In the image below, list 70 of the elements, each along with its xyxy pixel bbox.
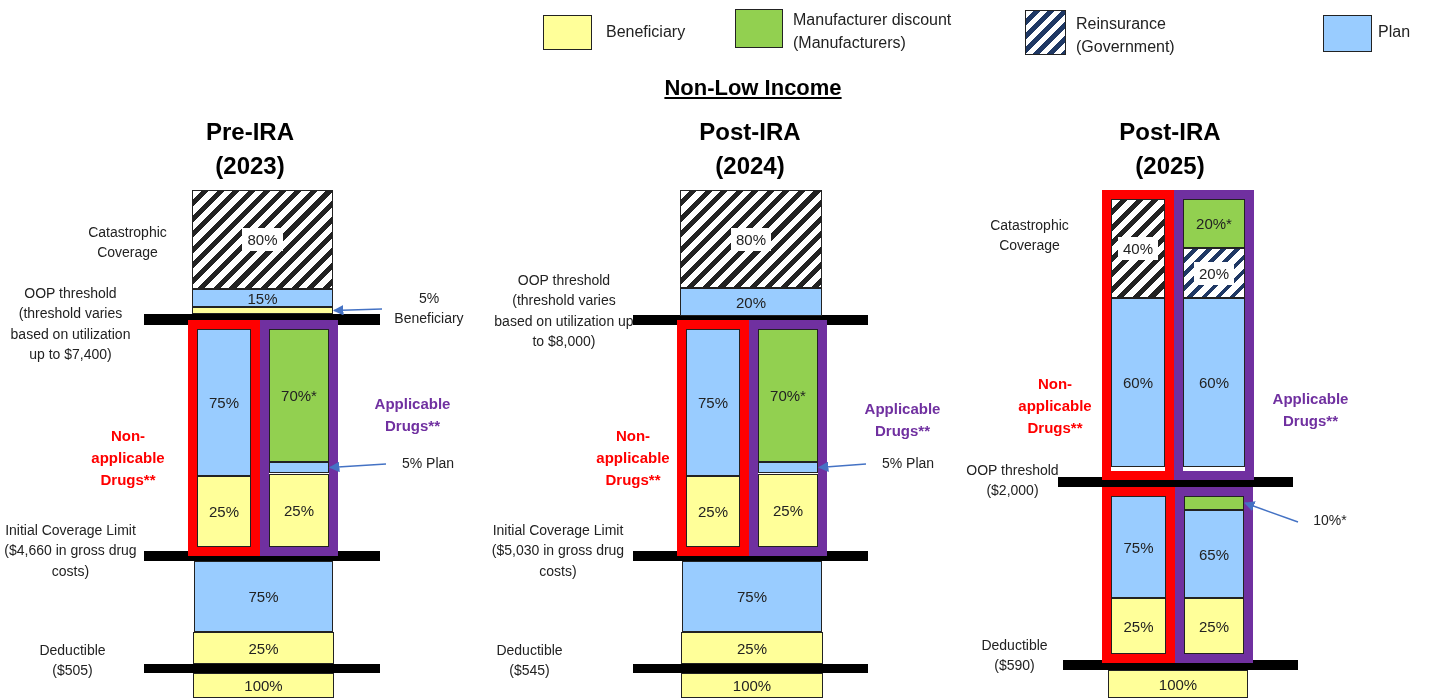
threshold-label: Deductible ($590) <box>980 636 1049 676</box>
threshold-label: Catastrophic Coverage <box>989 216 1070 256</box>
threshold-label: OOP threshold ($2,000) <box>965 461 1060 501</box>
share-segment: 25% <box>686 476 740 547</box>
group-heading: Applicable Drugs** <box>863 399 942 441</box>
legend-text: Beneficiary <box>606 22 687 42</box>
chart-title: Non-Low Income <box>663 74 843 102</box>
share-segment: 20% <box>680 288 822 316</box>
group-heading: Applicable Drugs** <box>1271 389 1350 431</box>
drug-group-frame <box>1102 487 1175 663</box>
percent-label: 80% <box>242 228 283 251</box>
group-heading: Non-applicable Drugs** <box>1017 374 1093 438</box>
callout-text: 5% Beneficiary <box>384 288 474 330</box>
hatched-segment <box>1111 199 1165 298</box>
threshold-label: Catastrophic Coverage <box>87 223 168 263</box>
thin-share-bar <box>269 462 329 473</box>
column-heading: Pre-IRA (2023) <box>205 117 295 181</box>
share-segment: 70%* <box>269 329 329 462</box>
thin-share-bar <box>758 462 818 473</box>
percent-label: 80% <box>731 227 771 251</box>
group-heading: Non-applicable Drugs** <box>595 426 671 490</box>
leader-arrow <box>817 461 867 473</box>
share-segment: 100% <box>1108 670 1248 698</box>
threshold-label: Initial Coverage Limit ($4,660 in gross drug costs) <box>3 521 138 581</box>
share-segment: 100% <box>681 673 823 698</box>
share-segment: 70%* <box>758 329 818 462</box>
drug-group-frame <box>1175 487 1253 663</box>
share-segment: 75% <box>197 329 251 476</box>
share-segment: 20%* <box>1183 199 1245 248</box>
share-segment: 75% <box>194 561 333 632</box>
percent-label: 40% <box>1118 237 1158 260</box>
share-segment: 75% <box>1111 496 1166 598</box>
share-segment: 65% <box>1184 510 1244 598</box>
column-heading: Post-IRA (2025) <box>1118 117 1222 181</box>
share-segment: 25% <box>193 632 334 664</box>
share-segment: 25% <box>1111 598 1166 654</box>
callout-text: 10%* <box>1300 510 1360 534</box>
legend-text: Reinsurance (Government) <box>1076 14 1176 58</box>
share-segment: 75% <box>686 329 740 476</box>
share-segment: 25% <box>269 474 329 547</box>
thin-share-bar <box>1184 496 1244 510</box>
legend-text: Plan <box>1378 22 1412 42</box>
share-segment: 25% <box>681 632 823 664</box>
group-heading: Applicable Drugs** <box>373 394 452 436</box>
legend-text: Manufacturer discount (Manufacturers) <box>793 10 953 54</box>
share-segment: 60% <box>1183 298 1245 467</box>
thin-share-bar <box>192 307 333 314</box>
hatched-segment <box>1183 248 1245 298</box>
hatched-segment <box>192 190 333 289</box>
threshold-label: OOP threshold (threshold varies based on utilization up to $8,000) <box>493 271 635 351</box>
share-segment: 60% <box>1111 298 1165 467</box>
threshold-label: Deductible ($545) <box>495 641 564 681</box>
percent-label: 20% <box>1194 261 1234 285</box>
hatched-segment <box>680 190 822 288</box>
threshold-label: Deductible ($505) <box>38 641 107 681</box>
leader-arrow <box>1244 501 1299 523</box>
leader-arrow <box>328 461 387 473</box>
share-segment: 25% <box>758 474 818 547</box>
share-segment: 25% <box>1184 598 1244 654</box>
share-segment: 25% <box>197 476 251 547</box>
share-segment: 15% <box>192 289 333 307</box>
leader-arrow <box>332 304 383 316</box>
column-heading: Post-IRA (2024) <box>698 117 802 181</box>
group-heading: Non-applicable Drugs** <box>90 426 166 490</box>
threshold-label: Initial Coverage Limit ($5,030 in gross drug costs) <box>490 521 626 581</box>
share-segment: 75% <box>682 561 822 632</box>
callout-text: 5% Plan <box>388 453 468 475</box>
threshold-label: OOP threshold (threshold varies based on utilization up to $7,400) <box>9 284 132 364</box>
share-segment: 100% <box>193 673 334 698</box>
callout-text: 5% Plan <box>868 453 948 475</box>
